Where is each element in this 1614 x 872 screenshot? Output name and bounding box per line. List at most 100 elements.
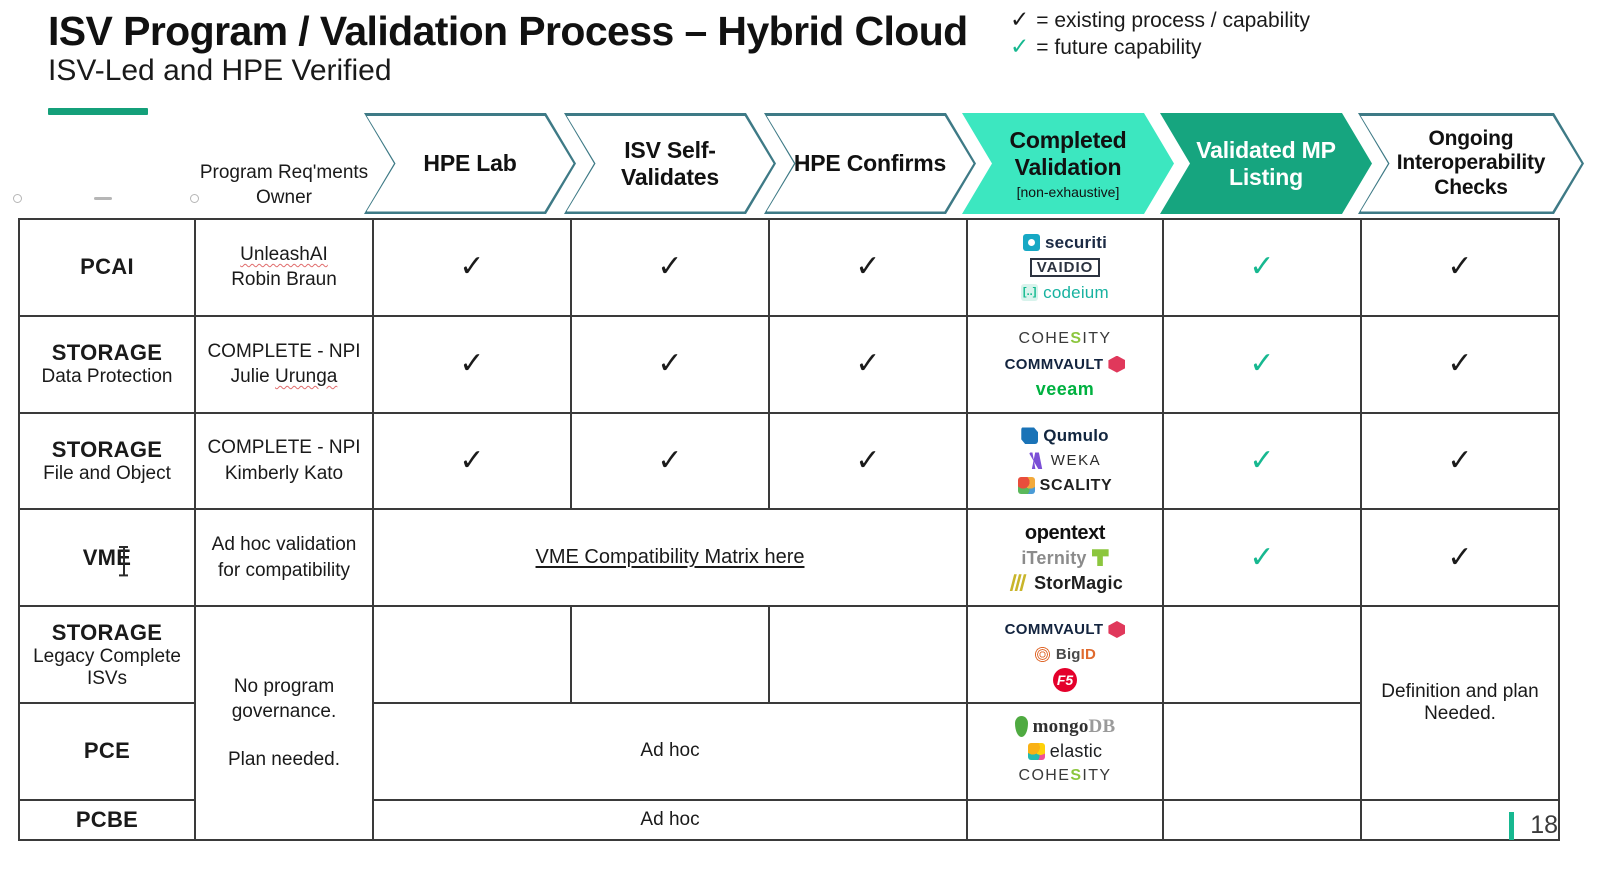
logo-stormagic: StorMagic bbox=[1007, 572, 1123, 593]
selection-handle-left[interactable] bbox=[13, 194, 22, 203]
page-accent-bar bbox=[1509, 811, 1515, 840]
cell-hpe-lab-storage-legacy bbox=[372, 605, 572, 704]
stage-chevron-validated-mp-listing[interactable]: Validated MP Listing bbox=[1160, 113, 1372, 214]
stage-label-hpe-confirms: HPE Confirms bbox=[793, 150, 947, 177]
category-label: PCE bbox=[83, 738, 131, 764]
logo-label: opentext bbox=[1024, 521, 1106, 544]
legend-item-existing: ✓ = existing process / capability bbox=[1010, 8, 1310, 35]
cell-hpe-confirms-storage-dp: ✓ bbox=[768, 314, 968, 414]
stage-chevron-ongoing-interoperability[interactable]: Ongoing Interoperability Checks bbox=[1358, 113, 1584, 214]
row-owner-storage-data-protection: COMPLETE - NPI Julie Urunga bbox=[194, 314, 374, 414]
check-icon: ✓ bbox=[1249, 443, 1275, 477]
logo-elastic: elastic bbox=[1027, 741, 1102, 762]
cell-hpe-lab-pcai: ✓ bbox=[372, 218, 572, 317]
owner-note-line2: governance. bbox=[231, 701, 337, 723]
table-row: PCE Ad hoc mongoDB elastic COHESITY bbox=[18, 701, 1559, 801]
owner-note-line2: for compatibility bbox=[218, 559, 350, 581]
logo-cohesity: COHESITY bbox=[1019, 766, 1112, 787]
cell-process-pcbe-adhoc: Ad hoc bbox=[372, 798, 968, 842]
owner-status: COMPLETE - NPI bbox=[207, 437, 361, 459]
stage-label-ongoing-line1: Ongoing bbox=[1428, 126, 1514, 150]
category-label: PCAI bbox=[80, 254, 134, 280]
stage-label-completed-line1: Completed bbox=[1009, 127, 1127, 154]
cell-ongoing-storage-fo: ✓ bbox=[1360, 411, 1560, 511]
codeium-icon: [..] bbox=[1021, 283, 1039, 301]
mongodb-leaf-icon bbox=[1014, 715, 1028, 737]
stage-chevron-isv-self-validates[interactable]: ISV Self- Validates bbox=[564, 113, 776, 214]
logo-qumulo: Qumulo bbox=[1021, 425, 1109, 446]
check-icon: ✓ bbox=[1249, 347, 1275, 381]
selection-handle-middle[interactable] bbox=[94, 197, 112, 200]
page-number: 18 bbox=[1530, 811, 1558, 839]
check-icon: ✓ bbox=[657, 250, 683, 284]
stage-chevron-hpe-confirms[interactable]: HPE Confirms bbox=[764, 113, 976, 214]
page-title: ISV Program / Validation Process – Hybri… bbox=[48, 8, 968, 54]
check-icon: ✓ bbox=[459, 443, 485, 477]
cell-ongoing-definition-needed: Definition and plan Needed. bbox=[1360, 605, 1560, 801]
adhoc-label: Ad hoc bbox=[640, 808, 700, 830]
check-icon: ✓ bbox=[1249, 250, 1275, 284]
logo-label: WEKA bbox=[1050, 452, 1102, 470]
cell-validated-mp-pce bbox=[1162, 701, 1362, 801]
logo-label: VAIDIO bbox=[1029, 257, 1101, 277]
logo-codeium: [..] codeium bbox=[1021, 282, 1109, 303]
logo-label: SCALITY bbox=[1039, 476, 1113, 494]
logo-opentext: opentext bbox=[1024, 521, 1106, 544]
iternity-icon bbox=[1091, 549, 1109, 567]
logo-label: COHESITY bbox=[1018, 767, 1112, 785]
securiti-icon bbox=[1022, 233, 1040, 251]
legend-label-future: = future capability bbox=[1036, 36, 1202, 59]
row-category-storage-data-protection: STORAGE Data Protection bbox=[18, 314, 196, 414]
adhoc-label: Ad hoc bbox=[640, 740, 700, 762]
check-icon: ✓ bbox=[855, 250, 881, 284]
logo-label: Qumulo bbox=[1043, 426, 1109, 446]
ongoing-note-line1: Definition and plan bbox=[1381, 680, 1539, 702]
cell-ongoing-pcbe bbox=[1360, 798, 1560, 842]
stage-label-isv-self-line2: Validates bbox=[621, 163, 719, 190]
owner-header-line2: Owner bbox=[256, 187, 312, 209]
table-row: PCAI UnleashAI Robin Braun ✓ ✓ ✓ securit… bbox=[18, 218, 1560, 317]
cell-completed-validation-storage-dp: COHESITY COMMVAULT veeam bbox=[966, 314, 1164, 414]
legend: ✓ = existing process / capability ✓ = fu… bbox=[1010, 8, 1310, 62]
cell-validated-mp-storage-legacy bbox=[1162, 605, 1362, 704]
stage-chevron-hpe-lab[interactable]: HPE Lab bbox=[364, 113, 576, 214]
commvault-icon bbox=[1108, 355, 1126, 373]
owner-column-header: Program Req'ments Owner bbox=[196, 160, 372, 210]
legend-label-existing: = existing process / capability bbox=[1036, 9, 1310, 32]
stage-chevron-completed-validation[interactable]: Completed Validation [non-exhaustive] bbox=[962, 113, 1174, 214]
ongoing-note-line2: Needed. bbox=[1424, 702, 1496, 724]
logo-bigid: BigID bbox=[1033, 644, 1096, 665]
category-label: STORAGE bbox=[51, 436, 163, 462]
cell-validated-mp-storage-fo: ✓ bbox=[1162, 411, 1362, 511]
row-category-pcbe: PCBE bbox=[18, 798, 196, 842]
owner-status: COMPLETE - NPI bbox=[207, 340, 361, 362]
cell-hpe-confirms-storage-legacy bbox=[768, 605, 968, 704]
owner-note-line1: No program bbox=[233, 675, 335, 697]
commvault-icon bbox=[1108, 621, 1126, 639]
row-category-pce: PCE bbox=[18, 701, 196, 801]
logo-stack: mongoDB elastic COHESITY bbox=[972, 715, 1158, 787]
qumulo-icon bbox=[1021, 427, 1039, 445]
cell-completed-validation-storage-fo: Qumulo WEKA SCALITY bbox=[966, 411, 1164, 511]
cell-validated-mp-storage-dp: ✓ bbox=[1162, 314, 1362, 414]
cell-vme-compatibility-link[interactable]: VME Compatibility Matrix here bbox=[372, 508, 968, 608]
logo-stack: COMMVAULT BigID F5 bbox=[972, 619, 1158, 692]
check-icon: ✓ bbox=[1447, 250, 1473, 284]
selection-handle-right[interactable] bbox=[190, 194, 199, 203]
vme-compatibility-matrix-link[interactable]: VME Compatibility Matrix here bbox=[535, 546, 805, 569]
check-icon: ✓ bbox=[855, 347, 881, 381]
stage-label-validated-mp-line2: Listing bbox=[1229, 163, 1303, 190]
table-row: PCBE Ad hoc bbox=[18, 798, 1560, 842]
validation-matrix: PCAI UnleashAI Robin Braun ✓ ✓ ✓ securit… bbox=[18, 218, 1560, 842]
row-category-pcai: PCAI bbox=[18, 218, 196, 317]
title-accent-bar bbox=[48, 108, 148, 115]
logo-f5: F5 bbox=[1053, 667, 1077, 692]
check-icon: ✓ bbox=[459, 250, 485, 284]
page-number-group: 18 bbox=[1509, 811, 1558, 840]
page-subtitle: ISV-Led and HPE Verified bbox=[48, 54, 392, 87]
logo-veeam: veeam bbox=[1036, 379, 1095, 400]
logo-label: StorMagic bbox=[1034, 572, 1123, 593]
owner-company: UnleashAI bbox=[240, 243, 328, 265]
stage-label-validated-mp-line1: Validated MP bbox=[1196, 136, 1336, 163]
